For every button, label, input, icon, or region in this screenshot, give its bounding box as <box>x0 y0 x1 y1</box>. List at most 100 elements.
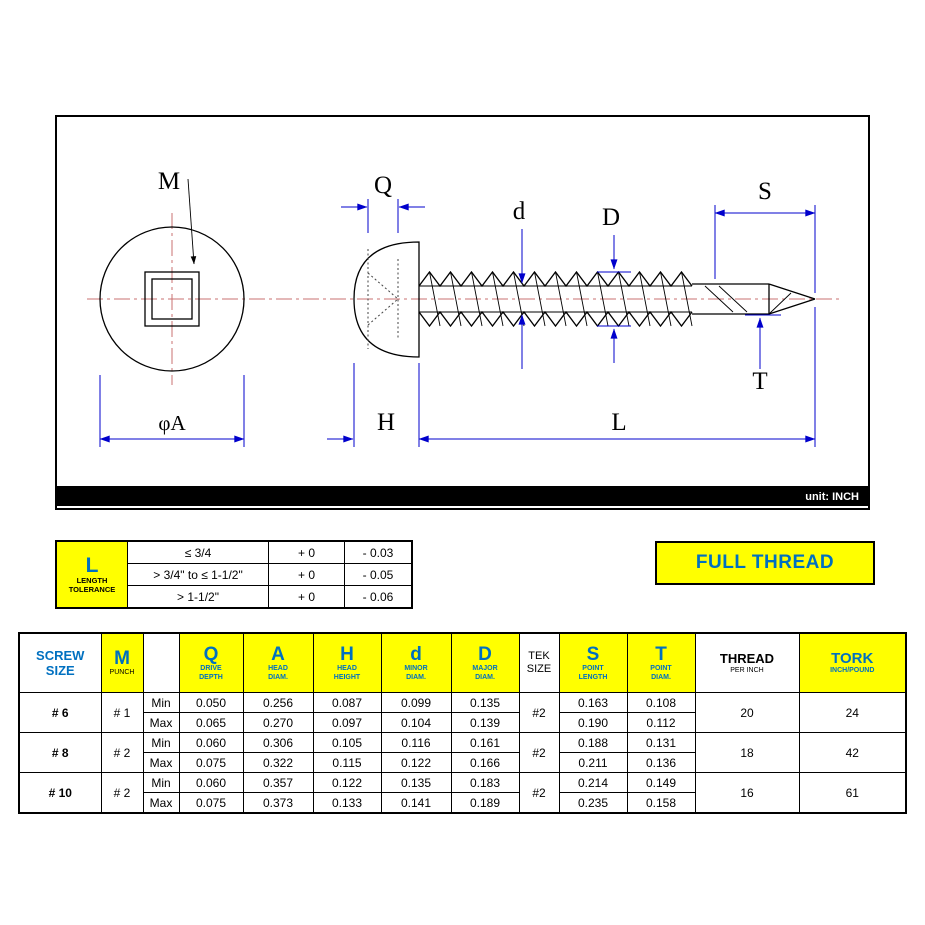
value-d-minor-max: 0.141 <box>380 792 452 814</box>
drill-point <box>692 283 816 315</box>
max-label-cell: Max <box>142 792 180 814</box>
header-m-letter: M <box>114 648 130 670</box>
head-front-view <box>99 226 245 372</box>
header-d-minor: d MINOR DIAM. <box>380 632 452 693</box>
tolerance-corner-cell: L LENGTH TOLERANCE <box>55 540 128 609</box>
header-a-sub1: HEAD <box>268 665 288 672</box>
dimension-h: H <box>327 363 420 447</box>
header-t-sub2: DIAM. <box>651 673 671 681</box>
dim-label-s: S <box>758 178 772 205</box>
tolerance-letter: L <box>85 553 99 577</box>
value-d-major-min: 0.183 <box>450 772 520 793</box>
value-d-minor-min: 0.116 <box>380 732 452 753</box>
header-t: T POINT DIAM. <box>626 632 696 693</box>
value-q-max: 0.075 <box>178 792 244 814</box>
header-tork-sub: INCH/POUND <box>830 667 875 675</box>
spec-row-max: Max 0.075 0.322 0.115 0.122 0.166 0.211 … <box>19 752 906 773</box>
tek-size-cell: #2 <box>518 772 560 814</box>
tolerance-range: > 1-1/2" <box>127 585 269 609</box>
header-s-sub2: LENGTH <box>578 673 608 681</box>
punch-cell: # 2 <box>100 732 144 773</box>
value-q-min: 0.060 <box>178 732 244 753</box>
spec-row-min: # 10 # 2 Min 0.060 0.357 0.122 0.135 0.1… <box>18 772 907 814</box>
tolerance-row: L LENGTH TOLERANCE ≤ 3/4 + 0 - 0.03 <box>55 540 413 609</box>
header-d-major: D MAJOR DIAM. <box>450 632 520 693</box>
header-t-sub1: POINT <box>650 665 672 672</box>
technical-drawing-frame: M φA <box>55 115 870 510</box>
header-a-sub2: DIAM. <box>268 673 288 681</box>
centerlines <box>87 213 843 385</box>
technical-drawing: M φA <box>57 168 868 506</box>
specification-table: SCREW SIZE M PUNCH Q DRIVE DEPTH A HEAD … <box>18 632 907 814</box>
value-h-min: 0.087 <box>312 692 382 713</box>
value-d-minor-max: 0.122 <box>380 752 452 773</box>
header-h-sub1: HEAD <box>337 665 357 672</box>
threaded-shank <box>418 270 693 328</box>
dimension-d-minor: d <box>513 198 526 369</box>
dim-label-phi-a: φA <box>158 411 186 435</box>
tek-size-cell: #2 <box>518 732 560 773</box>
screw-size-cell: # 10 <box>18 772 102 814</box>
header-d-minor-sub1: MINOR <box>404 665 428 672</box>
dim-label-d-major: D <box>602 204 620 231</box>
tork-cell: 61 <box>798 772 907 814</box>
dimension-m: M <box>158 168 197 265</box>
header-t-letter: T <box>655 644 667 665</box>
punch-cell: # 1 <box>100 692 144 733</box>
header-q-letter: Q <box>203 644 219 665</box>
value-a-min: 0.357 <box>242 772 314 793</box>
value-a-min: 0.256 <box>242 692 314 713</box>
value-d-minor-max: 0.104 <box>380 712 452 733</box>
header-a: A HEAD DIAM. <box>242 632 314 693</box>
value-h-max: 0.097 <box>312 712 382 733</box>
screw-size-cell: # 8 <box>18 732 102 773</box>
tolerance-minus: - 0.03 <box>344 540 413 564</box>
tolerance-minus: - 0.06 <box>344 585 413 609</box>
spec-row-min: # 6 # 1 Min 0.050 0.256 0.087 0.099 0.13… <box>18 692 907 733</box>
value-h-max: 0.133 <box>312 792 382 814</box>
full-thread-banner: FULL THREAD <box>655 541 875 585</box>
header-q-sub2: DEPTH <box>199 673 223 681</box>
header-thread: THREAD PER INCH <box>694 632 800 693</box>
tolerance-plus: + 0 <box>268 563 345 586</box>
unit-label: unit: INCH <box>805 491 859 503</box>
value-a-max: 0.270 <box>242 712 314 733</box>
value-d-major-min: 0.161 <box>450 732 520 753</box>
dim-label-q: Q <box>374 172 392 199</box>
dimension-phi-a: φA <box>99 375 245 447</box>
header-d-minor-letter: d <box>410 644 422 665</box>
header-tek-sub: SIZE <box>526 663 552 675</box>
tolerance-sub-tolerance: TOLERANCE <box>68 584 116 594</box>
value-t-max: 0.136 <box>626 752 696 773</box>
value-q-max: 0.075 <box>178 752 244 773</box>
tolerance-row: > 1-1/2" + 0 - 0.06 <box>56 585 413 609</box>
header-screw-size: SCREW SIZE <box>18 632 102 693</box>
header-s: S POINT LENGTH <box>558 632 628 693</box>
header-minmax-spacer <box>142 632 180 693</box>
tolerance-range: ≤ 3/4 <box>127 540 269 564</box>
unit-bar: unit: INCH <box>57 486 868 506</box>
value-t-min: 0.131 <box>626 732 696 753</box>
header-h-sub2: HEIGHT <box>333 673 361 681</box>
tolerance-range: > 3/4" to ≤ 1-1/2" <box>127 563 269 586</box>
full-thread-label: FULL THREAD <box>695 552 835 573</box>
header-m-punch: M PUNCH <box>100 632 144 693</box>
header-thread-main: THREAD <box>719 651 775 666</box>
header-h: H HEAD HEIGHT <box>312 632 382 693</box>
spec-header-row: SCREW SIZE M PUNCH Q DRIVE DEPTH A HEAD … <box>18 632 907 693</box>
tork-cell: 42 <box>798 732 907 773</box>
value-q-min: 0.060 <box>178 772 244 793</box>
value-a-max: 0.322 <box>242 752 314 773</box>
dim-label-t: T <box>752 368 767 395</box>
header-m-sub: PUNCH <box>109 669 135 677</box>
max-label-cell: Max <box>142 712 180 733</box>
value-d-minor-min: 0.135 <box>380 772 452 793</box>
header-d-major-letter: D <box>478 644 492 665</box>
value-s-max: 0.235 <box>558 792 628 814</box>
value-s-min: 0.214 <box>558 772 628 793</box>
dimension-s: S <box>714 178 816 293</box>
max-label-cell: Max <box>142 752 180 773</box>
header-tek: TEK <box>528 650 550 662</box>
tek-size-cell: #2 <box>518 692 560 733</box>
spec-row-max: Max 0.075 0.373 0.133 0.141 0.189 0.235 … <box>19 792 906 814</box>
